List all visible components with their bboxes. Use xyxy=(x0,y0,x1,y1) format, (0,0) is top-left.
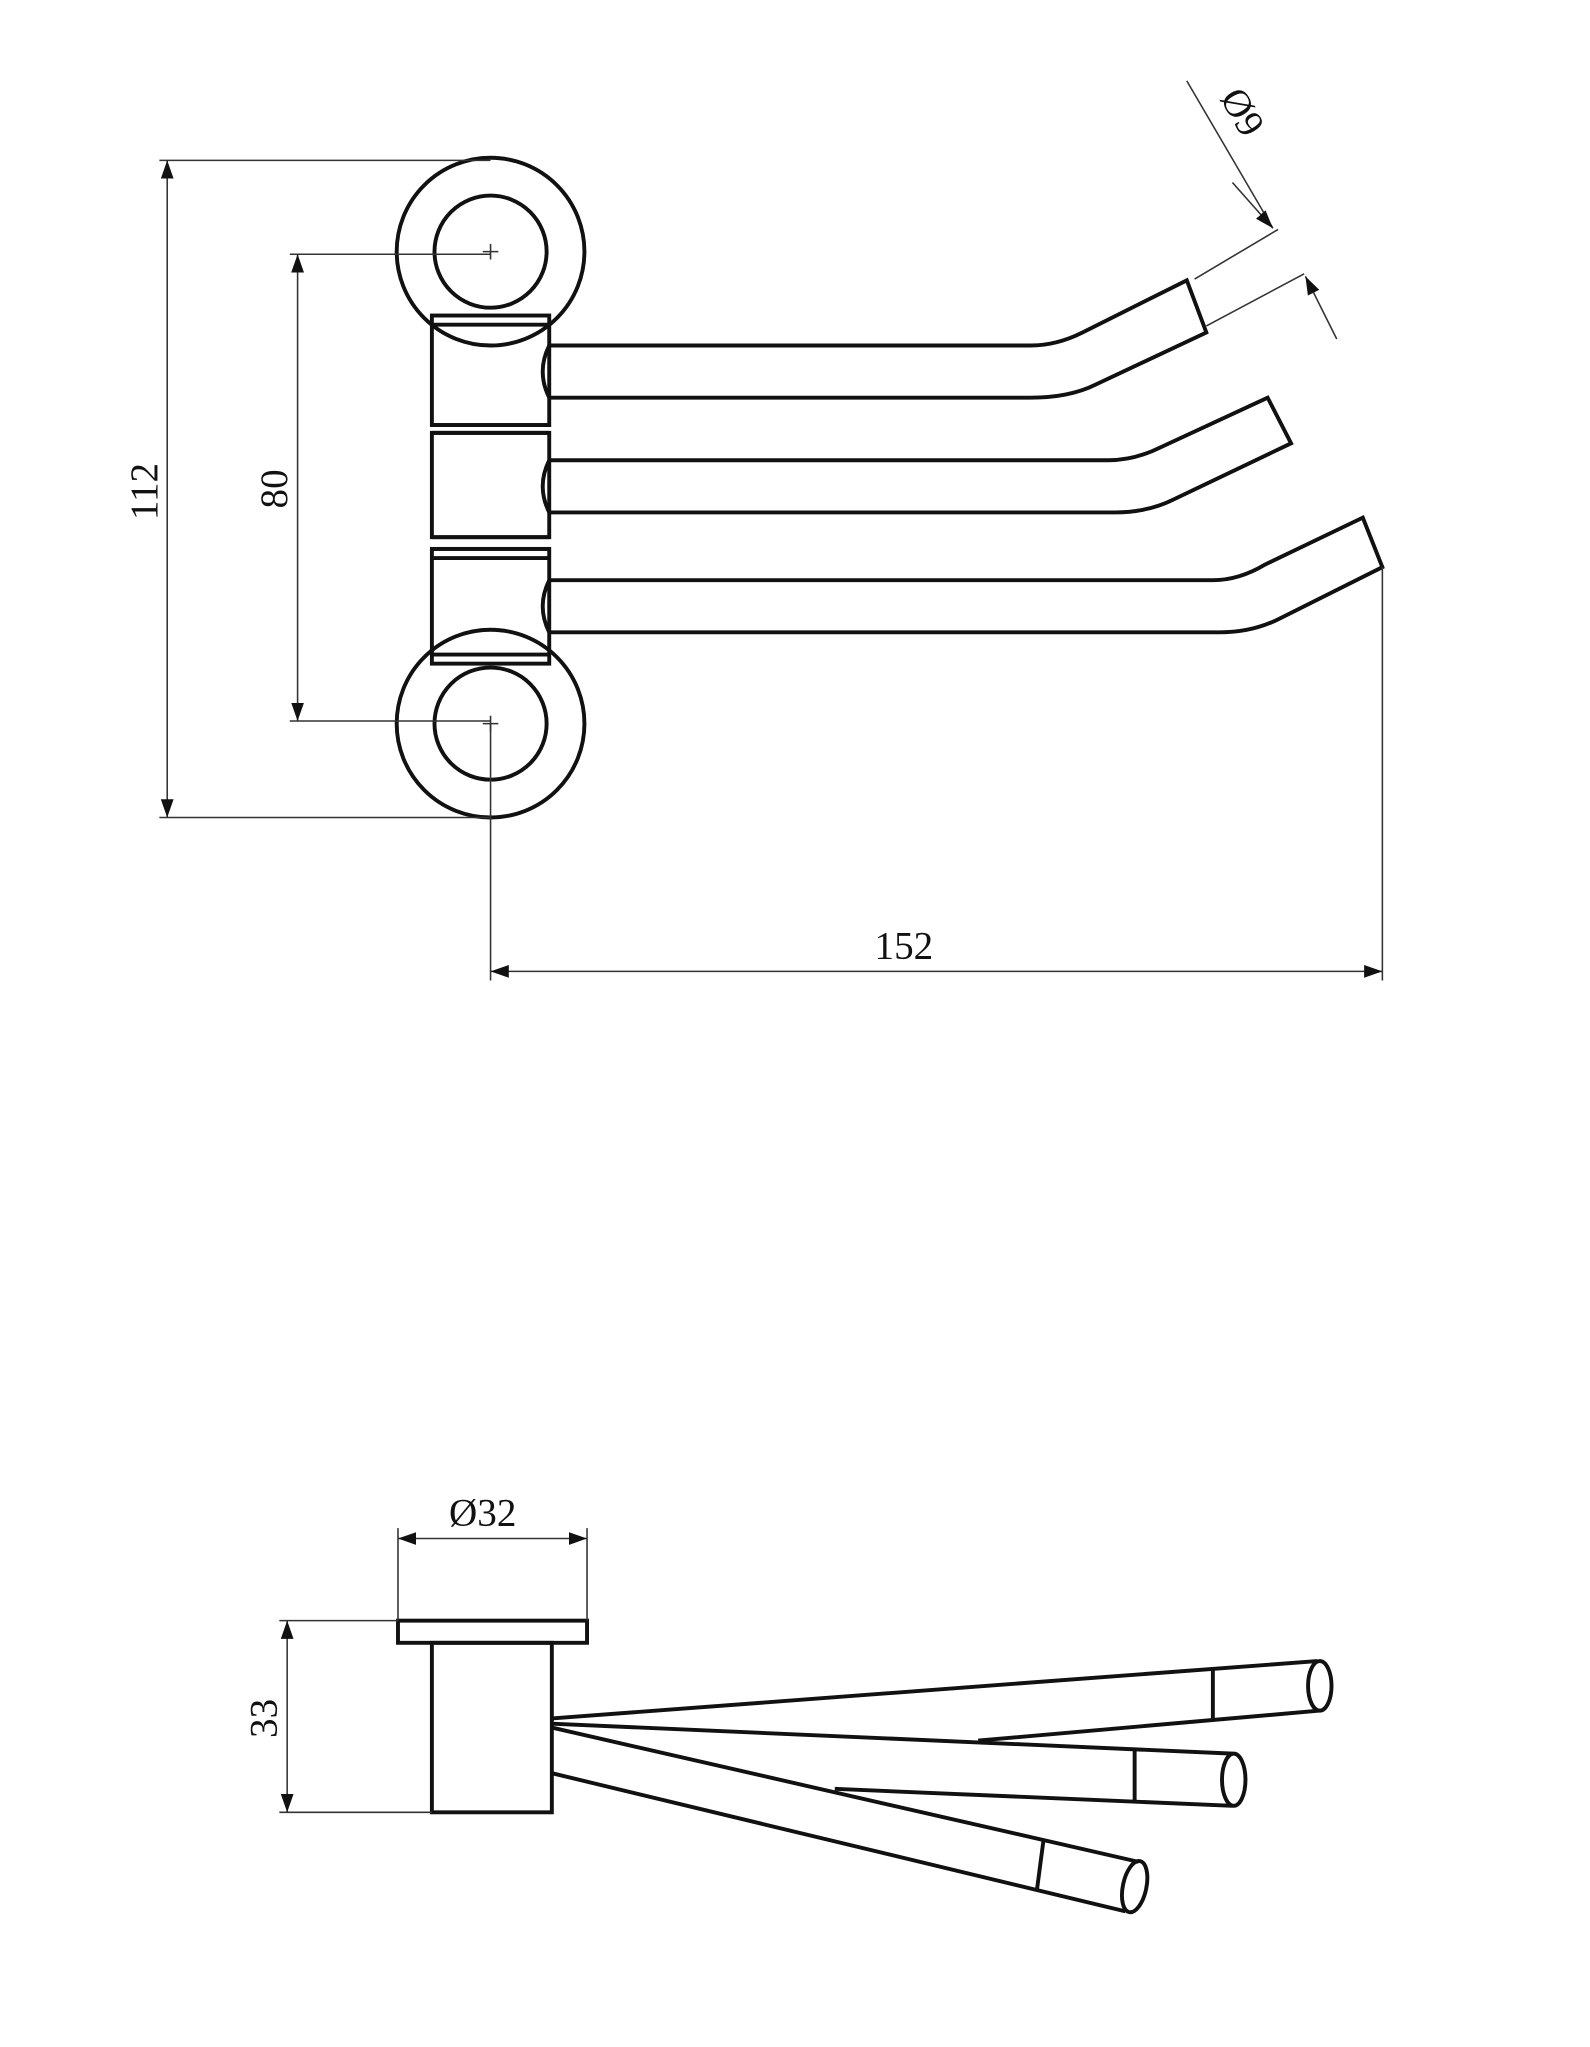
dimension-112: 112 xyxy=(123,159,491,819)
hinge-blocks xyxy=(429,313,552,666)
side-view: Ø32 33 xyxy=(243,1491,1334,1915)
dim-152-label: 152 xyxy=(875,924,934,967)
dim-112-label: 112 xyxy=(123,463,166,520)
mounting-ring-top xyxy=(394,155,587,348)
dimension-diameter-9: Ø9 xyxy=(1186,80,1338,340)
dimension-33: 33 xyxy=(243,1619,432,1814)
dimension-80: 80 xyxy=(253,253,491,722)
dim-9-label: Ø9 xyxy=(1212,81,1273,144)
dim-33-label: 33 xyxy=(243,1699,286,1738)
side-arms xyxy=(551,1659,1334,1915)
top-view: 112 80 152 Ø9 xyxy=(123,80,1385,981)
dimension-diameter-32: Ø32 xyxy=(397,1491,588,1621)
dimension-152: 152 xyxy=(489,567,1384,981)
base-plate xyxy=(396,1618,589,1645)
swing-arms xyxy=(540,277,1385,635)
dim-80-label: 80 xyxy=(253,469,296,508)
post xyxy=(429,1640,554,1815)
dim-32-label: Ø32 xyxy=(449,1491,516,1534)
